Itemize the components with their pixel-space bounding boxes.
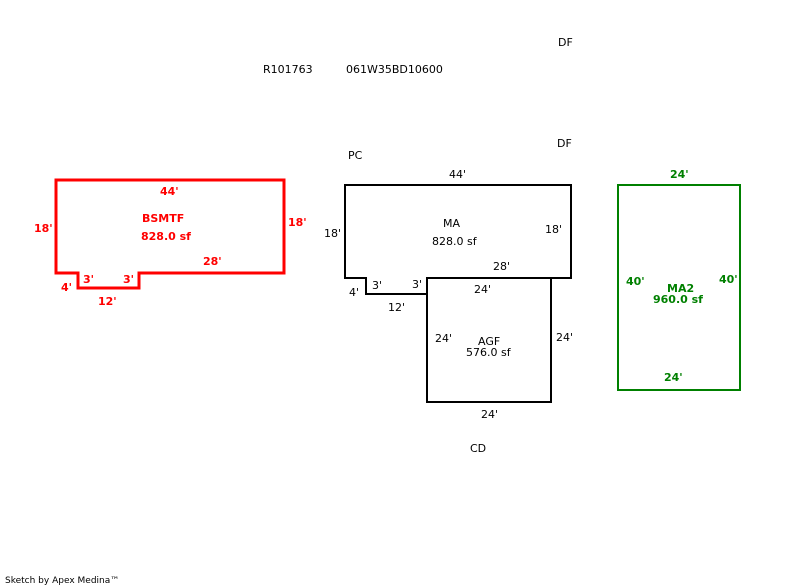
main-dim-notch-bottom: 12' bbox=[388, 301, 405, 314]
garage-code: AGF bbox=[478, 335, 500, 348]
label-cd: CD bbox=[470, 442, 486, 455]
main-dim-notch-left: 3' bbox=[372, 279, 382, 292]
map-id: 061W35BD10600 bbox=[346, 63, 443, 76]
main-code: MA bbox=[443, 217, 460, 230]
ma2-area: 960.0 sf bbox=[653, 293, 703, 306]
ma2-outline bbox=[617, 184, 741, 391]
basement-outline bbox=[54, 178, 286, 290]
garage-area: 576.0 sf bbox=[466, 346, 512, 359]
main-area: 828.0 sf bbox=[432, 235, 478, 248]
basement-dim-notch-bottom: 12' bbox=[98, 295, 117, 308]
ma2-dim-bottom: 24' bbox=[664, 371, 683, 384]
main-dim-notch-height: 4' bbox=[349, 286, 359, 299]
basement-dim-top: 44' bbox=[160, 185, 179, 198]
footer-credit: Sketch by Apex Medina™ bbox=[5, 576, 119, 586]
label-pc: PC bbox=[348, 149, 363, 162]
basement-dim-left: 18' bbox=[34, 222, 53, 235]
garage-dim-left: 24' bbox=[435, 332, 452, 345]
main-shape-group: MA 828.0 sf 44' 18' 18' 28' 3' 3' 4' 12' bbox=[324, 168, 572, 314]
label-df-mid: DF bbox=[557, 137, 572, 150]
garage-outline bbox=[426, 277, 552, 403]
main-dim-notch-right: 3' bbox=[412, 278, 422, 291]
main-dim-top: 44' bbox=[449, 168, 466, 181]
garage-shape-group: AGF 576.0 sf 24' 24' 24' 24' bbox=[426, 277, 573, 421]
garage-dim-top: 24' bbox=[474, 283, 491, 296]
basement-dim-notch-left: 3' bbox=[83, 273, 94, 286]
basement-dim-right: 18' bbox=[288, 216, 307, 229]
basement-code: BSMTF bbox=[142, 212, 184, 225]
basement-shape-group: BSMTF 828.0 sf 44' 18' 18' 28' 3' 3' 4' … bbox=[34, 178, 307, 308]
account-id: R101763 bbox=[263, 63, 313, 76]
main-dim-left: 18' bbox=[324, 227, 341, 240]
ma2-shape-group: MA2 960.0 sf 24' 40' 40' 24' bbox=[617, 168, 741, 391]
ma2-dim-top: 24' bbox=[670, 168, 689, 181]
garage-dim-bottom: 24' bbox=[481, 408, 498, 421]
basement-dim-notch-right: 3' bbox=[123, 273, 134, 286]
garage-dim-right: 24' bbox=[556, 331, 573, 344]
ma2-code: MA2 bbox=[667, 282, 694, 295]
basement-dim-bottom-right: 28' bbox=[203, 255, 222, 268]
ma2-dim-left: 40' bbox=[626, 275, 645, 288]
main-dim-right: 18' bbox=[545, 223, 562, 236]
label-df-top: DF bbox=[558, 36, 573, 49]
main-dim-bottom-right: 28' bbox=[493, 260, 510, 273]
basement-area: 828.0 sf bbox=[141, 230, 191, 243]
ma2-dim-right: 40' bbox=[719, 273, 738, 286]
basement-dim-notch-height: 4' bbox=[61, 281, 72, 294]
